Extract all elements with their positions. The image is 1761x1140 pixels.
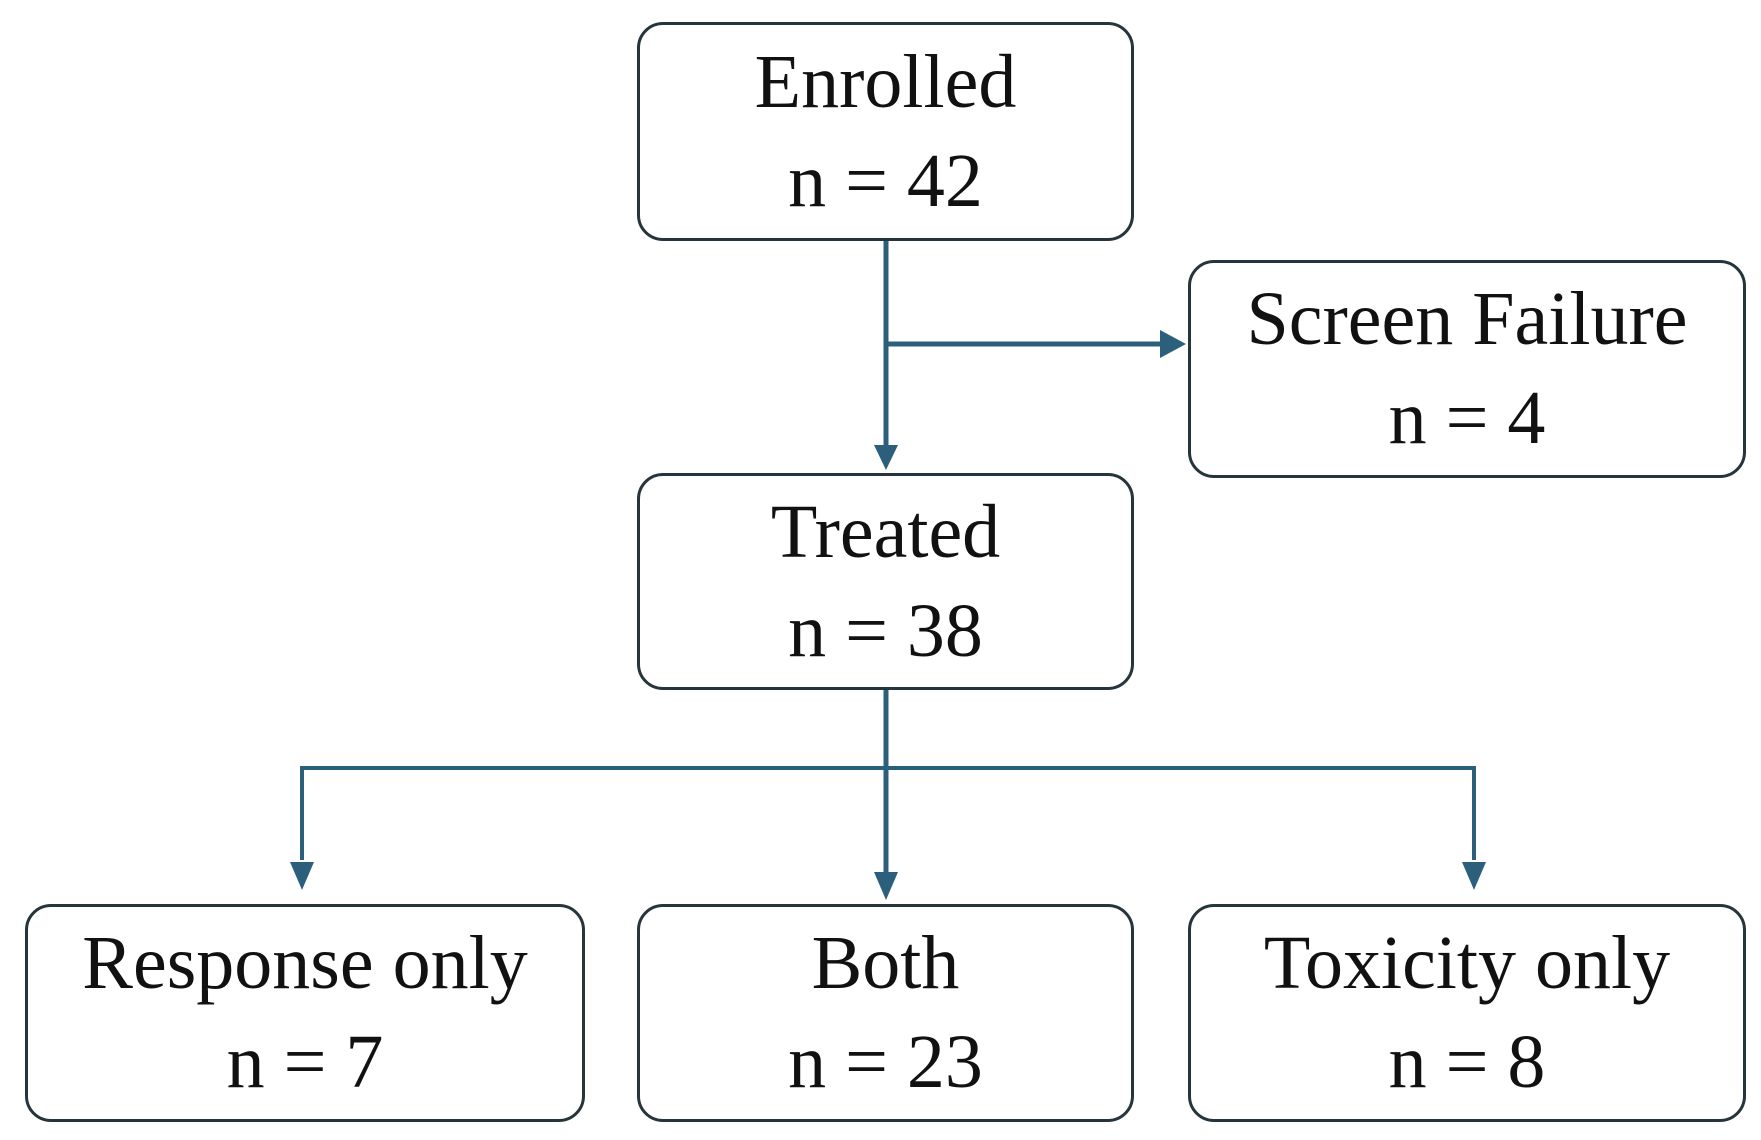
arrowhead-response-only <box>290 862 314 890</box>
arrow-treated-split <box>300 766 1476 860</box>
screen-failure-box: Screen Failure n = 4 <box>1188 260 1746 478</box>
arrowhead-treated <box>874 445 898 470</box>
response-only-box: Response only n = 7 <box>25 904 585 1122</box>
arrowhead-toxicity-only <box>1462 862 1486 890</box>
both-label: Both <box>811 921 960 1006</box>
treated-box: Treated n = 38 <box>637 473 1134 690</box>
treated-count: n = 38 <box>788 588 983 673</box>
response-only-label: Response only <box>82 921 528 1006</box>
screen-failure-label: Screen Failure <box>1246 277 1688 362</box>
enrolled-label: Enrolled <box>754 39 1017 124</box>
toxicity-only-box: Toxicity only n = 8 <box>1188 904 1746 1122</box>
enrolled-count: n = 42 <box>788 138 983 223</box>
treated-label: Treated <box>770 489 1001 574</box>
both-count: n = 23 <box>788 1020 983 1104</box>
arrowhead-screen-failure <box>1160 330 1186 358</box>
screen-failure-count: n = 4 <box>1388 376 1546 460</box>
toxicity-only-count: n = 8 <box>1388 1020 1546 1104</box>
response-only-count: n = 7 <box>226 1020 384 1104</box>
enrolled-box: Enrolled n = 42 <box>637 22 1134 241</box>
toxicity-only-label: Toxicity only <box>1263 921 1671 1006</box>
both-box: Both n = 23 <box>637 904 1134 1122</box>
arrowhead-both <box>874 872 898 900</box>
